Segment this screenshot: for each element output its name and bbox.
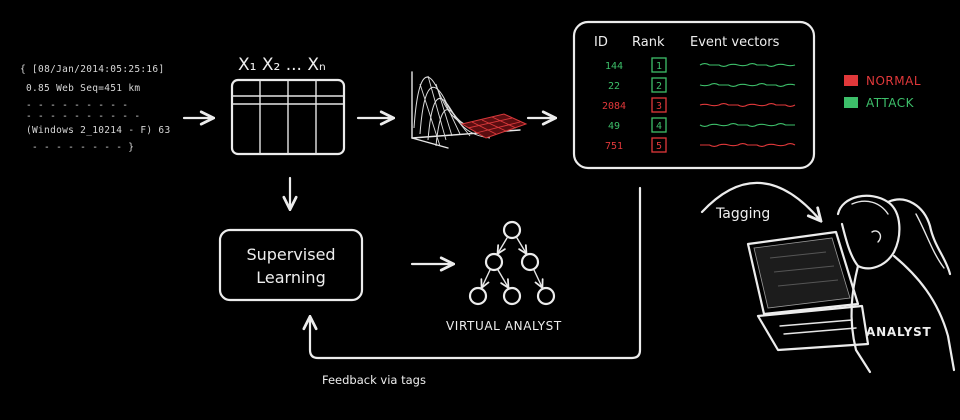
supervised-learning-box: Supervised Learning <box>218 228 364 302</box>
table-header-id: ID <box>594 35 608 50</box>
row-rank: 2 <box>656 81 662 92</box>
row-id: 751 <box>605 141 623 152</box>
legend-label-attack: ATTACK <box>866 96 915 110</box>
virtual-analyst-tree-icon <box>468 220 556 306</box>
rank-box <box>651 137 667 153</box>
log-line: - - - - - - - - - - <box>26 111 140 122</box>
rank-box <box>651 117 667 133</box>
feature-matrix: X₁ X₂ ... Xₙ <box>230 55 346 156</box>
log-line: { [08/Jan/2014:05:25:16] <box>20 64 164 75</box>
legend-swatch-attack <box>844 97 858 108</box>
rank-box <box>651 77 667 93</box>
supervised-label-line1: Supervised <box>246 245 335 264</box>
supervised-label-line2: Learning <box>256 268 325 287</box>
log-line: (Windows 2_10214 - F) 63 <box>26 125 170 136</box>
legend: NORMAL ATTACK <box>844 74 921 110</box>
row-id: 2084 <box>602 101 626 112</box>
table-row: 751 5 <box>605 137 796 153</box>
analyst-person-icon <box>746 194 956 374</box>
feedback-loop-arrow <box>310 186 642 360</box>
feedback-label: Feedback via tags <box>322 373 426 387</box>
event-vector-line <box>700 143 796 147</box>
analyst-label: ANALYST <box>866 325 932 339</box>
row-id: 144 <box>605 61 623 72</box>
virtual-analyst-label: VIRTUAL ANALYST <box>446 319 562 333</box>
rank-box <box>651 97 667 113</box>
event-vector-line <box>699 103 796 107</box>
tagging-label: Tagging <box>715 206 770 222</box>
row-rank: 4 <box>656 121 662 132</box>
rank-box <box>651 57 667 73</box>
legend-label-normal: NORMAL <box>866 74 921 88</box>
table-row: 2084 3 <box>602 97 796 113</box>
tagging-arc-arrow <box>700 181 820 220</box>
raw-log-block: { [08/Jan/2014:05:25:16] 0.85 Web Seq=45… <box>20 64 170 153</box>
event-vector-line <box>699 123 795 127</box>
row-rank: 1 <box>656 61 662 72</box>
table-row: 144 1 <box>605 57 796 73</box>
surface-plot-icon <box>411 71 528 149</box>
legend-swatch-normal <box>844 75 858 86</box>
log-line: 0.85 Web Seq=451 km <box>26 83 140 94</box>
row-id: 22 <box>608 81 620 92</box>
event-vector-line <box>699 63 796 67</box>
matrix-header: X₁ X₂ ... Xₙ <box>238 55 326 75</box>
log-line: - - - - - - - - } <box>32 142 134 153</box>
table-header-event-vectors: Event vectors <box>690 35 780 50</box>
row-id: 49 <box>608 121 620 132</box>
table-row: 49 4 <box>608 117 795 133</box>
event-vector-line <box>699 83 796 87</box>
log-line: - - - - - - - - - <box>26 100 128 111</box>
table-header-rank: Rank <box>632 35 665 50</box>
row-rank: 5 <box>656 141 662 152</box>
row-rank: 3 <box>656 101 662 112</box>
